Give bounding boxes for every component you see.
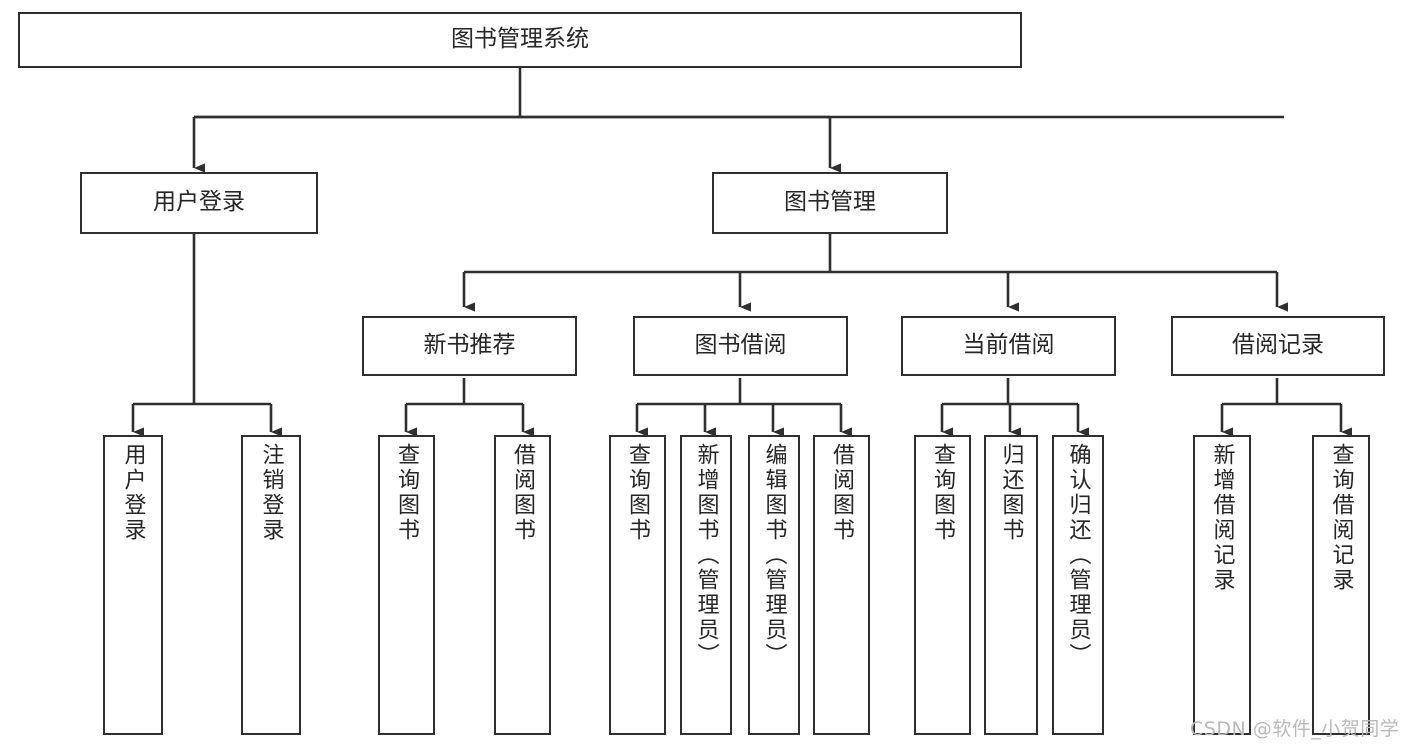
leaf-edit-book-admin[interactable]: 编辑图书（管理员）: [748, 435, 800, 735]
node-label: 用户登录: [153, 189, 245, 216]
leaf-user-login[interactable]: 用户登录: [103, 435, 163, 735]
node-book-manage[interactable]: 图书管理: [712, 172, 948, 234]
leaf-confirm-return-admin[interactable]: 确认归还（管理员）: [1052, 435, 1104, 735]
node-label: 查询图书: [930, 443, 956, 543]
node-label: 当前借阅: [962, 332, 1055, 359]
node-label: 借阅记录: [1232, 332, 1324, 359]
leaf-query-book-recommend[interactable]: 查询图书: [378, 435, 435, 735]
node-label: 查询图书: [625, 443, 651, 543]
leaf-return-book[interactable]: 归还图书: [984, 435, 1038, 735]
node-borrow-record[interactable]: 借阅记录: [1171, 316, 1385, 376]
node-current-borrow[interactable]: 当前借阅: [901, 316, 1116, 376]
node-root-book-management-system[interactable]: 图书管理系统: [18, 12, 1022, 68]
leaf-query-borrow-record[interactable]: 查询借阅记录: [1312, 435, 1370, 735]
node-book-borrow[interactable]: 图书借阅: [633, 316, 848, 376]
node-label: 图书管理: [784, 189, 876, 216]
node-label: 注销登录: [258, 443, 284, 543]
node-label: 用户登录: [120, 443, 146, 543]
node-label: 图书管理系统: [451, 26, 589, 53]
csdn-watermark: CSDN @软件_小贺同学: [1190, 718, 1400, 740]
node-label: 确认归还（管理员）: [1065, 443, 1091, 668]
node-label: 借阅图书: [510, 443, 536, 543]
node-label: 新书推荐: [423, 332, 516, 359]
leaf-logout-login[interactable]: 注销登录: [241, 435, 301, 735]
leaf-query-book-current[interactable]: 查询图书: [914, 435, 971, 735]
node-user-login[interactable]: 用户登录: [80, 172, 318, 234]
node-label: 借阅图书: [829, 443, 855, 543]
node-label: 编辑图书（管理员）: [761, 443, 787, 668]
node-new-book-recommend[interactable]: 新书推荐: [362, 316, 577, 376]
node-label: 查询图书: [394, 443, 420, 543]
leaf-add-book-admin[interactable]: 新增图书（管理员）: [680, 435, 732, 735]
node-label: 查询借阅记录: [1328, 443, 1354, 593]
leaf-borrow-book-recommend[interactable]: 借阅图书: [494, 435, 551, 735]
node-label: 新增图书（管理员）: [693, 443, 719, 668]
node-label: 图书借阅: [694, 332, 787, 359]
node-label: 归还图书: [998, 443, 1024, 543]
node-label: 新增借阅记录: [1209, 443, 1235, 593]
leaf-borrow-book-borrow[interactable]: 借阅图书: [813, 435, 870, 735]
leaf-query-book-borrow[interactable]: 查询图书: [609, 435, 666, 735]
leaf-add-borrow-record[interactable]: 新增借阅记录: [1193, 435, 1251, 735]
